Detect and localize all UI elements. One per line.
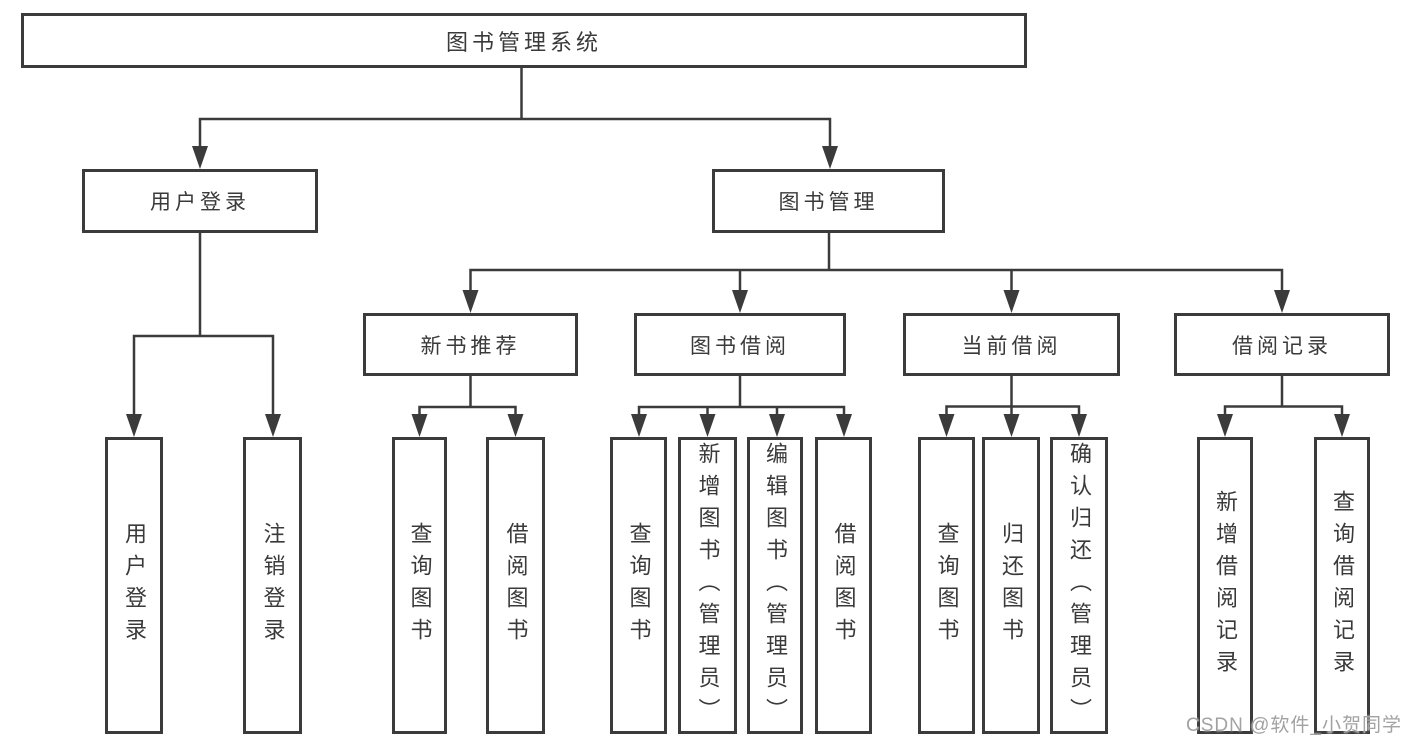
leaf-add-borrow-record: 新增借阅记录 [1197,437,1253,734]
leaf-query-books-recommend-label: 查询图书 [407,521,433,650]
leaf-edit-books-admin-label: 编辑图书（管理员） [763,441,788,730]
leaf-logout-label: 注销登录 [260,521,286,650]
leaf-confirm-return-admin: 确认归还（管理员） [1050,437,1108,734]
leaf-query-books-borrowing: 查询图书 [610,437,667,734]
leaf-query-borrow-record-label: 查询借阅记录 [1330,489,1355,682]
node-book-borrowing: 图书借阅 [634,313,846,376]
leaf-logout: 注销登录 [243,437,302,734]
node-new-book-recommendation: 新书推荐 [363,313,578,376]
leaf-add-borrow-record-label: 新增借阅记录 [1213,489,1238,682]
leaf-user-login-label: 用户登录 [122,521,147,650]
leaf-borrow-books-recommend: 借阅图书 [486,437,545,734]
leaf-add-books-admin: 新增图书（管理员） [678,437,737,734]
leaf-query-books-current-label: 查询图书 [934,521,960,650]
node-user-login: 用户登录 [82,169,318,233]
leaf-query-books-borrowing-label: 查询图书 [626,521,652,650]
leaf-borrow-books: 借阅图书 [815,437,872,734]
leaf-confirm-return-admin-label: 确认归还（管理员） [1067,441,1092,730]
node-library-management-system: 图书管理系统 [21,13,1027,68]
leaf-user-login: 用户登录 [105,437,163,734]
leaf-return-books: 归还图书 [982,437,1040,734]
node-current-borrowing: 当前借阅 [903,313,1120,376]
leaf-query-books-recommend: 查询图书 [392,437,447,734]
leaf-query-borrow-record: 查询借阅记录 [1314,437,1370,734]
leaf-return-books-label: 归还图书 [999,521,1024,650]
csdn-watermark: CSDN @软件_小贺同学 [1186,715,1402,736]
leaf-borrow-books-recommend-label: 借阅图书 [503,521,529,650]
node-borrowing-records: 借阅记录 [1174,313,1390,376]
leaf-borrow-books-label: 借阅图书 [831,521,857,650]
leaf-edit-books-admin: 编辑图书（管理员） [747,437,803,734]
leaf-add-books-admin-label: 新增图书（管理员） [695,441,721,730]
node-book-management: 图书管理 [712,169,945,233]
leaf-query-books-current: 查询图书 [918,437,975,734]
